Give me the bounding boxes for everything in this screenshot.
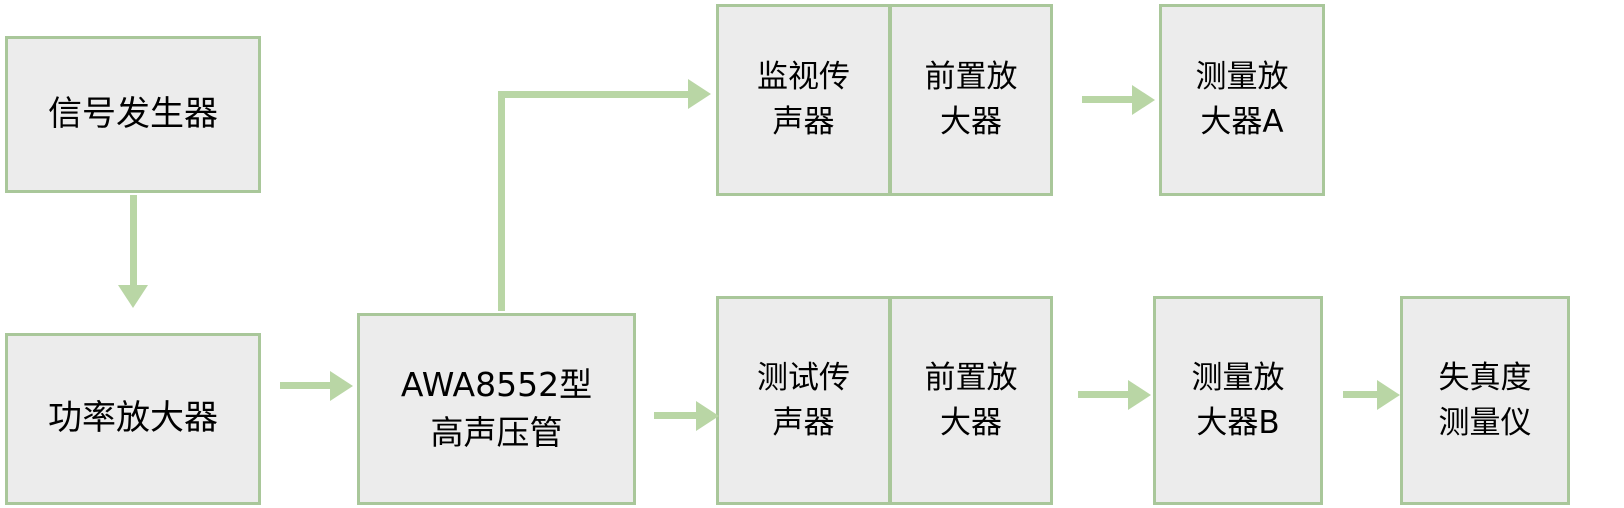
node-label-line1: 测试传 — [757, 359, 850, 396]
node-label-line1: 失真度 — [1438, 359, 1532, 396]
node-label-line1: AWA8552型 — [400, 365, 593, 405]
arrow-head-right-icon — [688, 79, 711, 109]
node-label-line2: 声器 — [772, 404, 835, 441]
node-awa8552-high-sound-pressure-tube[interactable]: AWA8552型 高声压管 — [357, 313, 636, 505]
node-label-line2: 大器B — [1196, 404, 1280, 441]
node-preamplifier-bottom[interactable]: 前置放 大器 — [889, 296, 1053, 505]
node-measuring-amplifier-b[interactable]: 测量放 大器B — [1153, 296, 1323, 505]
node-label-line2: 大器 — [940, 104, 1002, 140]
node-label-line1: 信号发生器 — [48, 93, 218, 134]
node-power-amplifier[interactable]: 功率放大器 — [5, 333, 261, 505]
connector-line-horizontal — [654, 412, 700, 419]
node-monitoring-microphone[interactable]: 监视传 声器 — [716, 4, 891, 196]
node-measuring-amplifier-a[interactable]: 测量放 大器A — [1159, 4, 1325, 196]
connector-line-horizontal — [1343, 391, 1381, 398]
node-label-line2: 大器A — [1200, 104, 1284, 140]
node-label-line2: 大器 — [940, 404, 1002, 441]
connector-line-horizontal — [280, 382, 332, 389]
arrow-head-right-icon — [696, 401, 719, 431]
node-label-line2: 测量仪 — [1438, 404, 1532, 441]
connector-line-vertical — [498, 91, 505, 311]
node-test-microphone[interactable]: 测试传 声器 — [716, 296, 891, 505]
arrow-head-down-icon — [118, 285, 148, 308]
arrow-head-right-icon — [1128, 380, 1151, 410]
arrow-head-right-icon — [330, 371, 353, 401]
arrow-head-right-icon — [1377, 380, 1400, 410]
node-label-line1: 测量放 — [1191, 359, 1285, 396]
connector-line-horizontal — [498, 91, 690, 98]
node-label-line1: 前置放 — [924, 59, 1018, 96]
connector-line-horizontal — [1078, 391, 1130, 398]
node-label-line2: 声器 — [772, 104, 835, 140]
node-distortion-meter[interactable]: 失真度 测量仪 — [1400, 296, 1570, 505]
node-label-line1: 测量放 — [1195, 59, 1289, 96]
node-label-line1: 前置放 — [924, 359, 1018, 396]
node-signal-generator[interactable]: 信号发生器 — [5, 36, 261, 193]
arrow-head-right-icon — [1132, 85, 1155, 115]
connector-line-horizontal — [1082, 96, 1134, 103]
node-preamplifier-top[interactable]: 前置放 大器 — [889, 4, 1053, 196]
node-label-line1: 监视传 — [757, 59, 850, 96]
node-label-line2: 高声压管 — [430, 413, 563, 452]
connector-line-vertical — [130, 195, 137, 287]
node-label-line1: 功率放大器 — [48, 398, 218, 439]
